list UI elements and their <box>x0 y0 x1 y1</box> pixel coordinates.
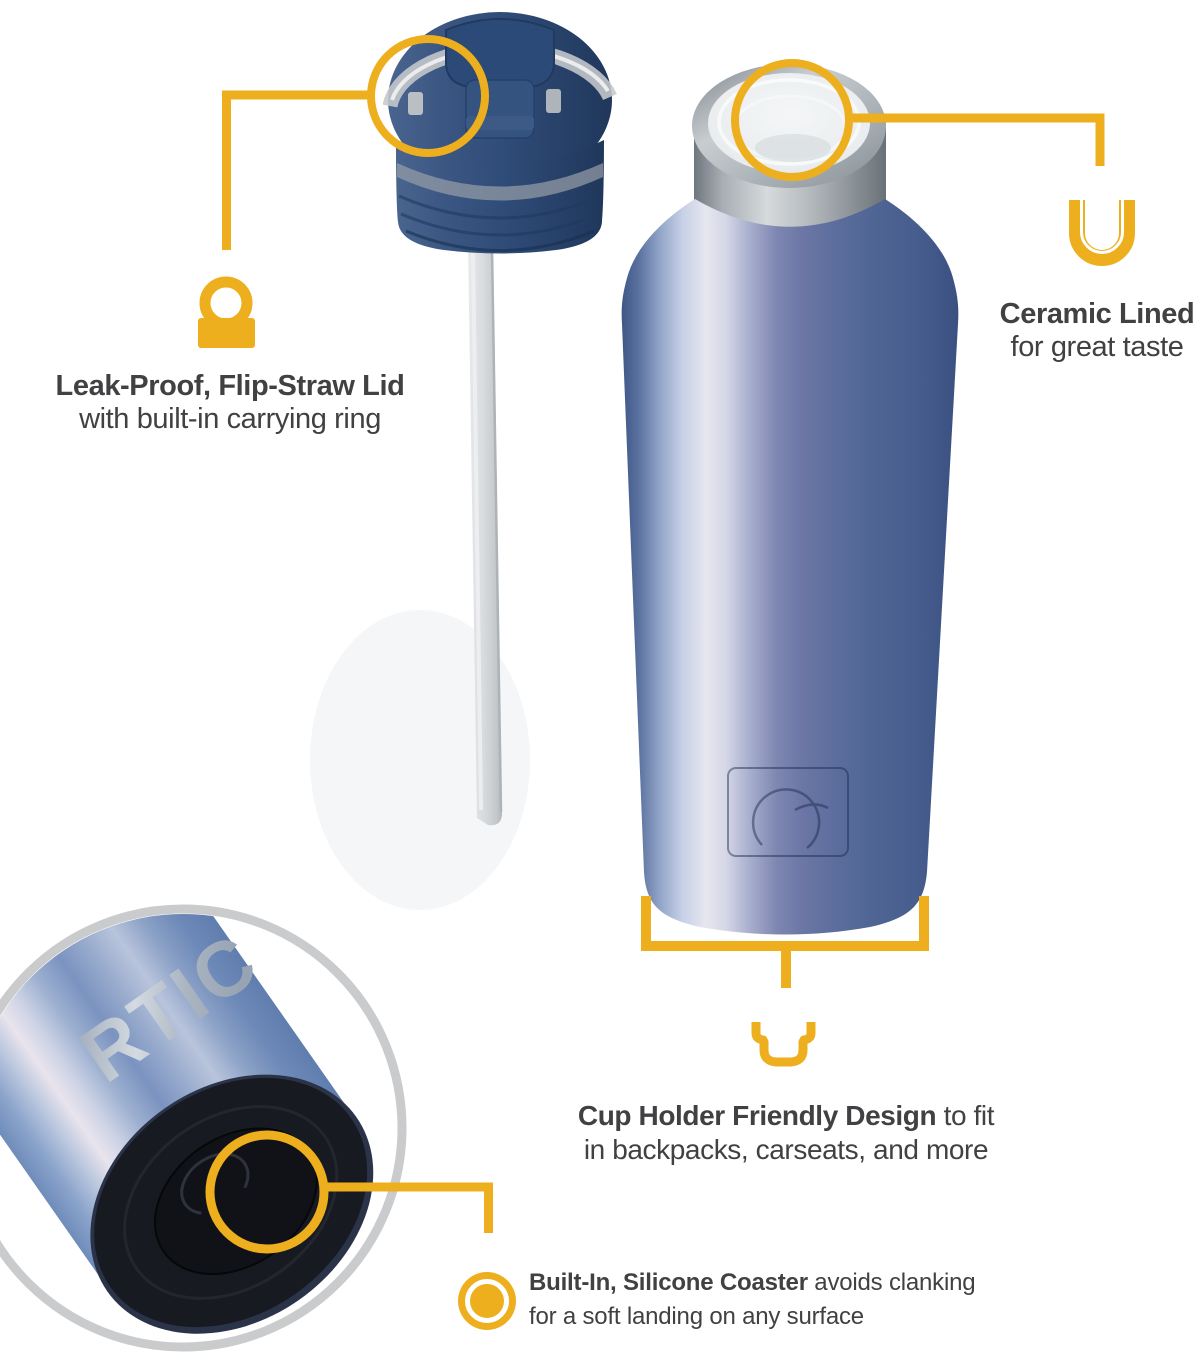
straw-graphic <box>468 246 503 826</box>
ceramic-feature-subtitle: for great taste <box>1010 331 1184 363</box>
callout-ceramic-text: Ceramic Lined for great taste <box>980 298 1201 364</box>
feature-icons <box>198 200 1135 1330</box>
lid-ring-clip-right <box>546 89 561 113</box>
lid-thread-3 <box>405 229 595 252</box>
inset-coaster-emboss <box>180 1152 250 1215</box>
u-liner-icon <box>1069 200 1135 266</box>
lid-gasket-band <box>397 163 603 201</box>
callout-circle-lid <box>367 35 489 157</box>
lid-ring-clip-left <box>408 92 423 115</box>
cup-holder-feature-title: Cup Holder Friendly Design to fit <box>577 1100 995 1131</box>
coaster-feature-line2: for a soft landing on any surface <box>529 1303 864 1330</box>
callout-coaster-text: Built-In, Silicone Coaster avoids clanki… <box>529 1266 1089 1334</box>
callout-line-mouth <box>850 113 1105 166</box>
callout-line-lid <box>222 90 370 250</box>
bottle-graphic <box>621 64 959 935</box>
callout-lid-text: Leak-Proof, Flip-Straw Lid with built-in… <box>20 370 440 436</box>
bottle-body <box>621 199 959 935</box>
lock-icon <box>198 276 255 348</box>
callout-cup-holder-text: Cup Holder Friendly Design to fit in bac… <box>536 1099 1036 1167</box>
cup-holder-feature-line2: in backpacks, carseats, and more <box>583 1134 989 1165</box>
callout-line-coaster <box>325 1182 493 1233</box>
straw-edge-line <box>490 247 503 813</box>
annotations <box>205 35 1105 1254</box>
cup-holder-bracket <box>641 896 929 951</box>
coaster-feature-title: Built-In, Silicone Coaster avoids clanki… <box>529 1269 976 1296</box>
mouth-inner-shadow <box>755 134 831 162</box>
callout-circle-mouth <box>731 59 853 181</box>
lid-thread-1 <box>398 194 602 220</box>
ceramic-feature-title: Ceramic Lined <box>999 298 1195 330</box>
lid-feature-title: Leak-Proof, Flip-Straw Lid <box>55 370 405 402</box>
cup-holder-icon <box>751 1022 816 1067</box>
lid-feature-subtitle: with built-in carrying ring <box>79 403 381 435</box>
lid-thread-2 <box>400 212 600 237</box>
coaster-dot-icon <box>458 1272 516 1330</box>
callout-circle-coaster <box>205 1130 329 1254</box>
inset-coaster-ring-outer <box>123 1105 339 1300</box>
inset-content: RTIC <box>0 914 374 1334</box>
lid-graphic <box>382 12 617 254</box>
bottle-emboss-logo <box>727 767 849 857</box>
lid-flip-cover <box>445 18 555 88</box>
straw-highlight <box>471 251 483 811</box>
